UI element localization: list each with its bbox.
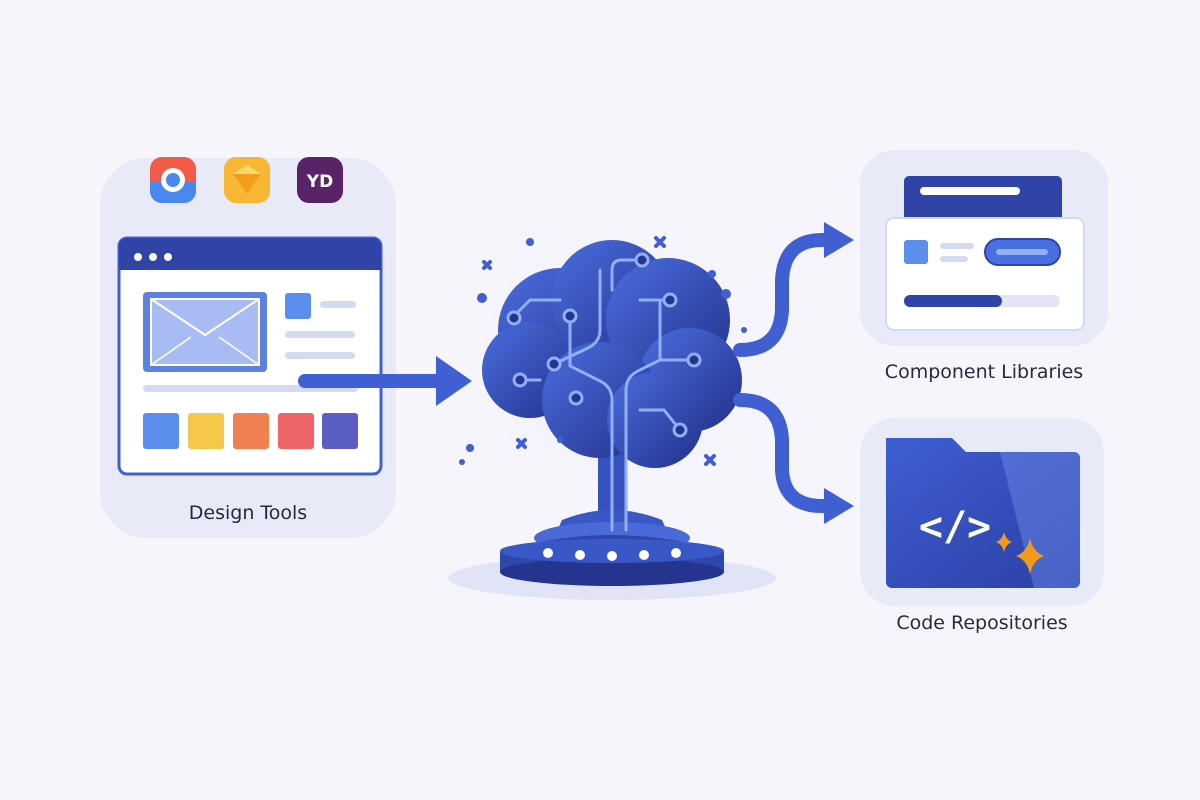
color-swatch (188, 413, 224, 449)
design-browser-window (117, 236, 383, 476)
circuit-nodes (506, 252, 702, 438)
brain-circuits (512, 258, 696, 532)
text-line (940, 256, 968, 262)
text-line (285, 331, 355, 338)
pedestal-light (671, 548, 681, 558)
window-dot (134, 253, 142, 261)
color-swatch (143, 413, 179, 449)
yd-app-icon: YD (297, 157, 343, 203)
pedestal-light (639, 550, 649, 560)
component-libraries-label: Component Libraries (884, 361, 1084, 383)
text-line (285, 352, 355, 359)
arrow-head-code (824, 488, 854, 524)
design-tools-label: Design Tools (188, 502, 308, 524)
image-placeholder-icon (143, 292, 267, 372)
code-repositories-label: Code Repositories (896, 612, 1068, 634)
color-swatch (278, 413, 314, 449)
arrow-head-components (824, 222, 854, 258)
code-repositories-group: </> (860, 418, 1104, 606)
pedestal-light (543, 548, 553, 558)
sketch-gem-icon (224, 157, 270, 203)
content-square (285, 293, 311, 319)
pill-highlight (996, 249, 1048, 255)
color-swatch (233, 413, 269, 449)
arrow-to-brain (298, 356, 472, 406)
pedestal-light (607, 551, 617, 561)
component-libraries-group (860, 150, 1108, 346)
window-dot (149, 253, 157, 261)
text-line (320, 301, 356, 308)
window-dot (164, 253, 172, 261)
text-line (940, 243, 974, 249)
component-square (904, 240, 928, 264)
header-bar (920, 187, 1020, 195)
arrow-to-components (733, 233, 835, 357)
code-brackets-icon: </> (919, 504, 991, 550)
sparkle-icon (996, 532, 1044, 574)
design-tools-group: YD (100, 157, 396, 538)
yd-badge-text: YD (306, 172, 333, 192)
progress-fill (904, 295, 1002, 307)
ai-brain-circuit-icon (448, 210, 776, 600)
color-swatch (322, 413, 358, 449)
pedestal-light (575, 550, 585, 560)
arrow-to-code (733, 393, 835, 513)
sparkle-decorations (459, 236, 747, 466)
chrome-like-app-icon (150, 157, 196, 203)
